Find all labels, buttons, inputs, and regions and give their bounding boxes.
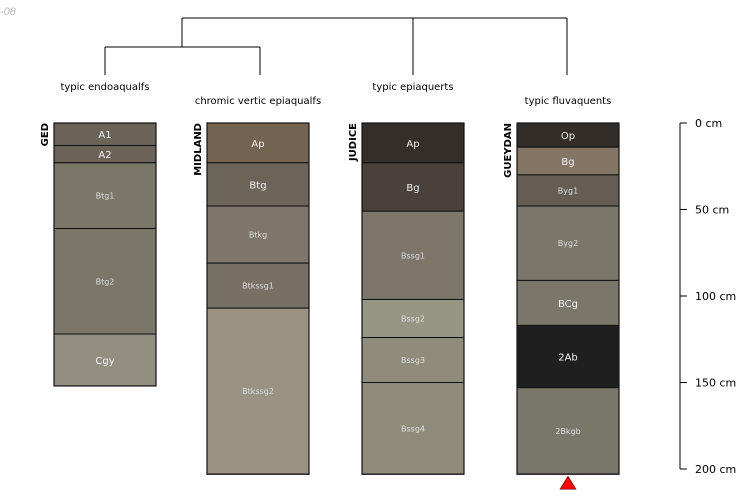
depth-axis-label: 100 cm [695, 290, 736, 303]
horizon-label: Bssg4 [401, 424, 425, 433]
horizon-label: Bssg2 [401, 314, 425, 323]
horizon-Cgy [53, 333, 157, 387]
horizon-label: Bssg3 [401, 356, 425, 365]
horizon-Btg2 [53, 228, 157, 335]
horizon-label: Byg1 [558, 186, 578, 195]
horizon-Bg [361, 162, 465, 212]
class-label: typic epiaquerts [372, 82, 453, 93]
truncation-marker-icon [559, 475, 577, 490]
profile-name: MIDLAND [193, 123, 204, 176]
horizon-Bssg1 [361, 210, 465, 300]
profile-name: GUEYDAN [503, 123, 514, 178]
horizon-label: Op [561, 131, 575, 142]
class-label: chromic vertic epiaqualfs [195, 96, 321, 107]
horizon-label: Btg2 [96, 277, 115, 286]
profile-name: JUDICE [348, 123, 359, 162]
horizon-label: Bssg1 [401, 251, 425, 260]
horizon-label: Bg [561, 157, 574, 168]
horizon-Byg2 [516, 205, 620, 281]
class-label: typic endoaqualfs [60, 82, 149, 93]
horizon-label: Btkssg2 [242, 387, 274, 396]
horizon-label: Btg1 [96, 192, 115, 201]
profile-outline [53, 122, 157, 387]
corner-text: -08 [0, 6, 16, 18]
horizon-label: A2 [98, 150, 111, 161]
horizon-label: Btg [249, 180, 266, 191]
horizon-label: BCg [558, 299, 578, 310]
horizon-label: Btkssg1 [242, 282, 274, 291]
profile-outline [206, 122, 310, 475]
horizon-Byg1 [516, 174, 620, 207]
horizon-label: Cgy [95, 356, 114, 367]
profile-outline [361, 122, 465, 475]
class-label: typic fluvaquents [525, 96, 612, 107]
horizon-BCg [516, 279, 620, 326]
horizon-label: 2Bkgb [555, 427, 580, 436]
horizon-label: Ap [406, 139, 419, 150]
horizon-Btkssg1 [206, 262, 310, 309]
depth-axis-label: 50 cm [695, 204, 729, 217]
horizon-label: A1 [98, 130, 111, 141]
profile-name: GED [40, 123, 51, 146]
horizon-label: Byg2 [558, 239, 578, 248]
profile-outline [516, 122, 620, 475]
depth-axis-label: 0 cm [695, 117, 722, 130]
horizon-label: Btkg [249, 231, 267, 240]
depth-axis-label: 200 cm [695, 463, 736, 476]
depth-axis-label: 150 cm [695, 377, 736, 390]
horizon-label: 2Ab [558, 353, 578, 364]
horizon-Bg [516, 146, 620, 176]
horizon-label: Ap [251, 139, 264, 150]
horizon-label: Bg [406, 183, 419, 194]
